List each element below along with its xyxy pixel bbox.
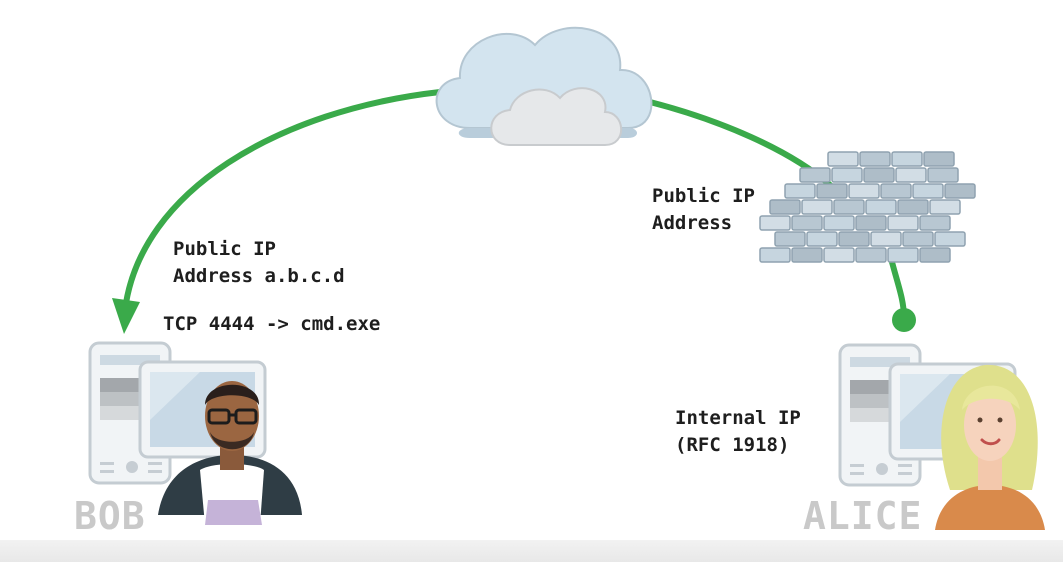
firewall-brick	[833, 199, 865, 215]
firewall-brick	[823, 215, 855, 231]
firewall-brick	[934, 231, 966, 247]
firewall-brick	[791, 215, 823, 231]
firewall-brick	[774, 231, 806, 247]
bob-public-ip-line2: Address a.b.c.d	[173, 265, 345, 287]
firewall-brick	[863, 167, 895, 183]
firewall-brick	[895, 167, 927, 183]
alice-public-ip-label: Public IP Address	[652, 183, 755, 237]
firewall-brick	[759, 247, 791, 263]
connection-line-cloud-to-bob	[122, 89, 443, 313]
alice-name: ALICE	[803, 494, 923, 538]
firewall-brick	[769, 199, 801, 215]
alice-connection-dot	[892, 308, 916, 332]
firewall-brick	[759, 215, 791, 231]
firewall-brick	[929, 199, 961, 215]
alice-internal-line2: (RFC 1918)	[675, 434, 790, 456]
firewall-brick	[848, 183, 880, 199]
bob-avatar	[158, 381, 302, 525]
firewall-brick	[887, 247, 919, 263]
bob-public-ip-label: Public IP Address a.b.c.d	[173, 236, 345, 290]
firewall-brick	[827, 151, 859, 167]
firewall-brick	[870, 231, 902, 247]
firewall-brick	[919, 247, 951, 263]
firewall-brick	[799, 167, 831, 183]
alice-public-ip-line2: Address	[652, 212, 733, 234]
firewall-brick	[801, 199, 833, 215]
firewall-brick	[831, 167, 863, 183]
firewall-brick	[816, 183, 848, 199]
firewall-brick	[902, 231, 934, 247]
firewall-brick	[859, 151, 891, 167]
firewall-brick	[891, 151, 923, 167]
firewall-brick	[855, 215, 887, 231]
firewall-brick	[791, 247, 823, 263]
arrow-head-to-bob	[112, 298, 140, 334]
alice-internal-line1: Internal IP	[675, 407, 801, 429]
firewall-brick	[897, 199, 929, 215]
firewall-brick	[806, 231, 838, 247]
bob-name: BOB	[74, 494, 146, 538]
firewall-brick	[927, 167, 959, 183]
firewall-brick	[944, 183, 976, 199]
firewall-brick	[923, 151, 955, 167]
firewall-brick	[919, 215, 951, 231]
firewall-brick	[880, 183, 912, 199]
firewall-brick	[838, 231, 870, 247]
bob-computer-icon	[88, 341, 267, 485]
bottom-bar	[0, 540, 1063, 562]
firewall-icon	[759, 151, 976, 263]
cloud-icon	[435, 26, 653, 146]
alice-internal-ip-label: Internal IP (RFC 1918)	[675, 405, 801, 459]
firewall-brick	[887, 215, 919, 231]
firewall-brick	[784, 183, 816, 199]
alice-avatar	[935, 364, 1045, 530]
firewall-brick	[912, 183, 944, 199]
firewall-brick	[865, 199, 897, 215]
bob-public-ip-line1: Public IP	[173, 238, 276, 260]
alice-public-ip-line1: Public IP	[652, 185, 755, 207]
firewall-brick	[855, 247, 887, 263]
firewall-brick	[823, 247, 855, 263]
bob-tcp-label: TCP 4444 -> cmd.exe	[163, 313, 381, 335]
